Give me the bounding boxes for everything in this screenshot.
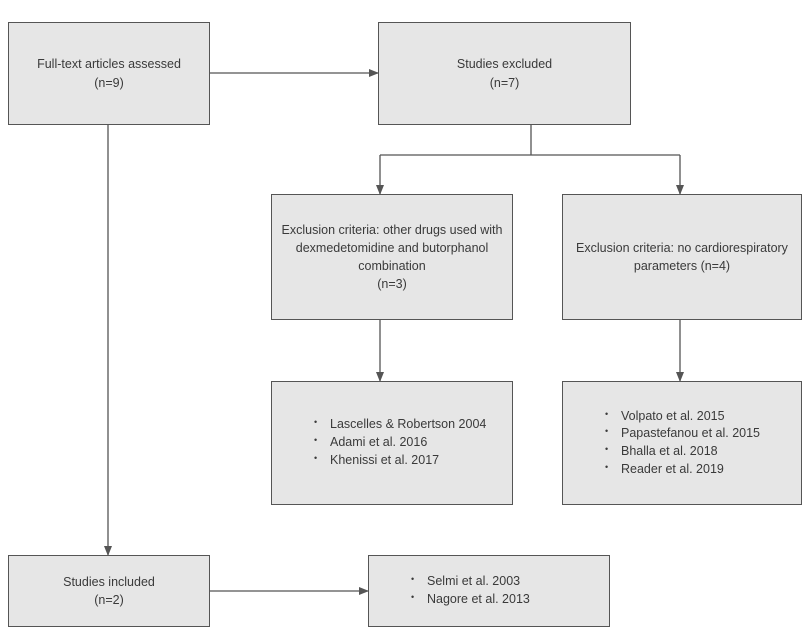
box-studies-excluded: Studies excluded (n=7) <box>378 22 631 125</box>
box-list-included: Selmi et al. 2003 Nagore et al. 2013 <box>368 555 610 627</box>
crit-other-line-3: combination <box>358 259 426 273</box>
box-criteria-no-cardio: Exclusion criteria: no cardiorespiratory… <box>562 194 802 320</box>
list-item: Papastefanou et al. 2015 <box>605 425 760 443</box>
list-item: Nagore et al. 2013 <box>411 591 530 609</box>
box-studies-included: Studies included (n=2) <box>8 555 210 627</box>
box-full-text-assessed: Full-text articles assessed (n=9) <box>8 22 210 125</box>
list-item: Bhalla et al. 2018 <box>605 443 760 461</box>
excluded-line-1: Studies excluded <box>456 57 553 72</box>
list-item: Volpato et al. 2015 <box>605 408 760 426</box>
list-item: Selmi et al. 2003 <box>411 573 530 591</box>
list-other-drugs: Lascelles & Robertson 2004 Adami et al. … <box>272 416 486 469</box>
box-list-no-cardio: Volpato et al. 2015 Papastefanou et al. … <box>562 381 802 505</box>
list-included: Selmi et al. 2003 Nagore et al. 2013 <box>369 573 530 609</box>
included-line-2: (n=2) <box>94 593 124 607</box>
box-list-other-drugs: Lascelles & Robertson 2004 Adami et al. … <box>271 381 513 505</box>
box-criteria-other-drugs: Exclusion criteria: other drugs used wit… <box>271 194 513 320</box>
crit-other-line-4: (n=3) <box>377 277 407 292</box>
list-item: Lascelles & Robertson 2004 <box>314 416 486 434</box>
list-item: Reader et al. 2019 <box>605 461 760 479</box>
list-item: Adami et al. 2016 <box>314 434 486 452</box>
crit-other-line-1: Exclusion criteria: other drugs used wit… <box>281 222 503 237</box>
excluded-line-2: (n=7) <box>489 75 520 90</box>
list-item: Khenissi et al. 2017 <box>314 452 486 470</box>
assessed-line-1: Full-text articles assessed <box>37 57 181 72</box>
crit-other-line-2: dexmedetomidine and butorphanol <box>295 240 489 255</box>
crit-cardio-line-2: parameters (n=4) <box>633 259 731 273</box>
crit-cardio-line-1: Exclusion criteria: no cardiorespiratory <box>576 240 788 255</box>
list-no-cardio: Volpato et al. 2015 Papastefanou et al. … <box>563 408 760 479</box>
assessed-line-2: (n=9) <box>94 75 124 90</box>
included-line-1: Studies included <box>63 574 155 589</box>
